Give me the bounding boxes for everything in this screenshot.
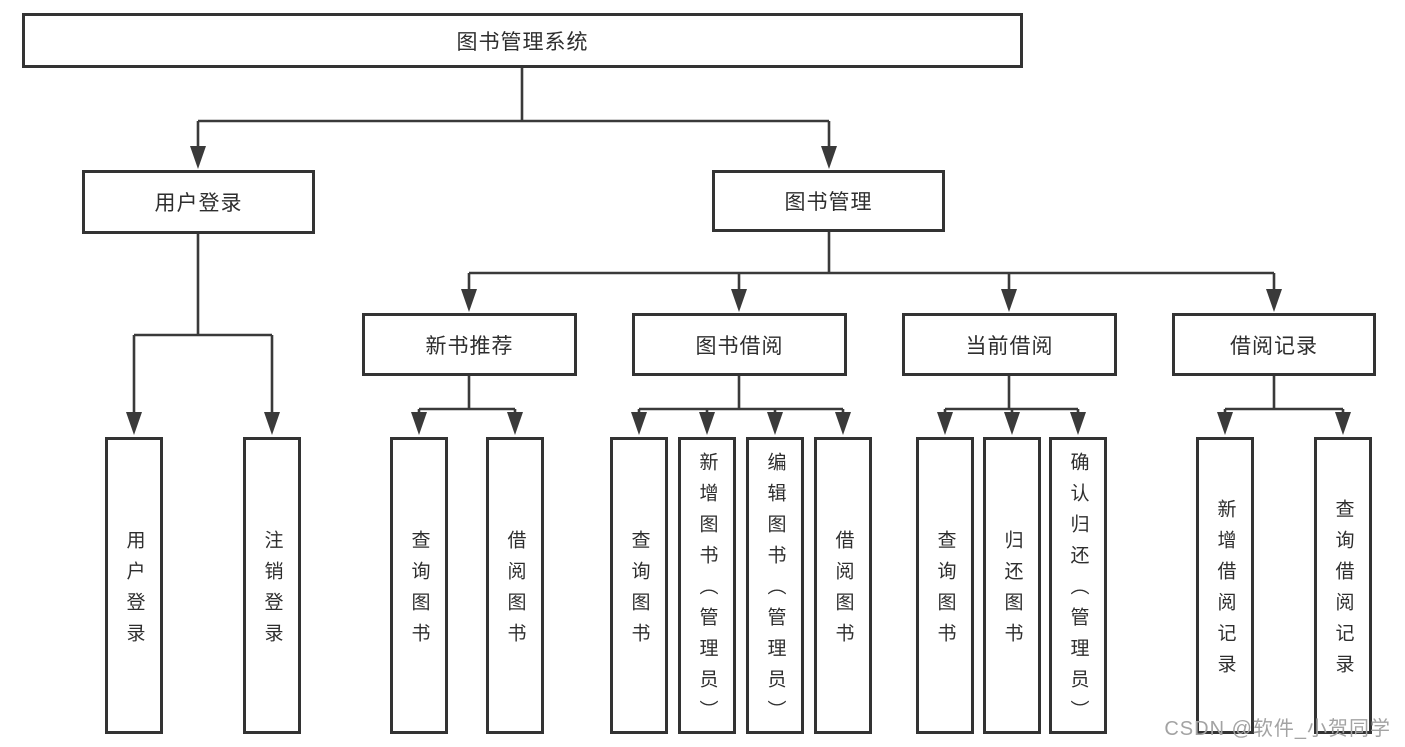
node-current-borrow-label: 当前借阅 [965, 334, 1054, 358]
leaf-current-confirm: 确认归还（管理员） [1049, 437, 1107, 734]
node-borrow-record-label: 借阅记录 [1230, 334, 1318, 358]
leaf-user-login-label: 用户登录 [123, 529, 145, 654]
leaf-borrow-query: 查询图书 [610, 437, 668, 734]
leaf-user-login: 用户登录 [105, 437, 163, 734]
leaf-logout: 注销登录 [243, 437, 301, 734]
node-book-borrow-label: 图书借阅 [695, 334, 784, 358]
leaf-record-add: 新增借阅记录 [1196, 437, 1254, 734]
leaf-borrow-add-label: 新增图书（管理员） [696, 452, 718, 731]
arrowheads [126, 146, 1351, 435]
leaf-newbook-borrow: 借阅图书 [486, 437, 544, 734]
leaf-record-query-label: 查询借阅记录 [1332, 498, 1354, 685]
leaf-current-query-label: 查询图书 [934, 529, 956, 654]
leaf-borrow-borrow: 借阅图书 [814, 437, 872, 734]
node-new-book-recommend: 新书推荐 [362, 313, 577, 376]
node-current-borrow: 当前借阅 [902, 313, 1117, 376]
leaf-borrow-edit-label: 编辑图书（管理员） [764, 452, 786, 731]
node-new-book-recommend-label: 新书推荐 [425, 334, 514, 358]
leaf-borrow-edit: 编辑图书（管理员） [746, 437, 804, 734]
node-user-login: 用户登录 [82, 170, 315, 234]
leaf-newbook-query-label: 查询图书 [408, 529, 430, 654]
leaf-record-add-label: 新增借阅记录 [1214, 498, 1236, 685]
node-user-login-label: 用户登录 [154, 192, 243, 215]
leaf-newbook-query: 查询图书 [390, 437, 448, 734]
leaf-record-query: 查询借阅记录 [1314, 437, 1372, 734]
leaf-borrow-add: 新增图书（管理员） [678, 437, 736, 734]
leaf-borrow-borrow-label: 借阅图书 [832, 529, 854, 654]
node-book-management-label: 图书管理 [784, 191, 873, 214]
leaf-newbook-borrow-label: 借阅图书 [504, 529, 526, 654]
node-borrow-record: 借阅记录 [1172, 313, 1376, 376]
leaf-current-confirm-label: 确认归还（管理员） [1067, 452, 1089, 731]
node-root: 图书管理系统 [22, 13, 1023, 68]
leaf-current-return: 归还图书 [983, 437, 1041, 734]
node-root-label: 图书管理系统 [456, 30, 589, 54]
node-book-management: 图书管理 [712, 170, 945, 232]
leaf-current-query: 查询图书 [916, 437, 974, 734]
leaf-current-return-label: 归还图书 [1001, 529, 1023, 654]
node-book-borrow: 图书借阅 [632, 313, 847, 376]
leaf-borrow-query-label: 查询图书 [628, 529, 650, 654]
leaf-logout-label: 注销登录 [261, 529, 283, 654]
